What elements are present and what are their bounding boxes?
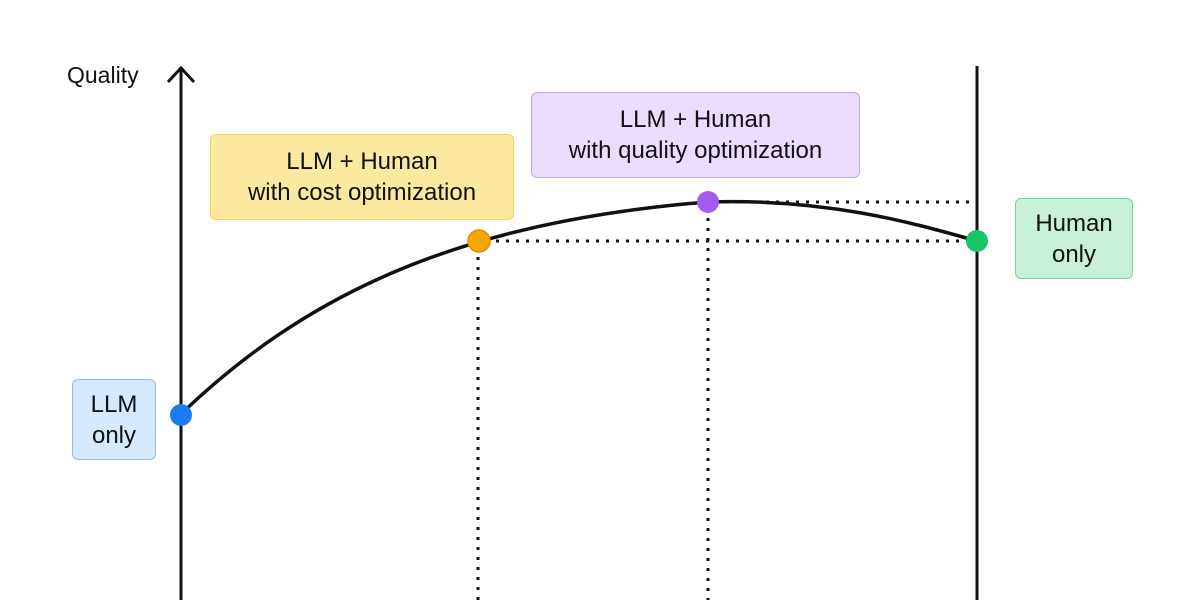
cost-opt-point <box>467 229 491 253</box>
quality-optimization-label: LLM + Human with quality optimization <box>531 92 860 178</box>
llm-only-label-line1: LLM <box>90 390 138 418</box>
cost-optimization-label: LLM + Human with cost optimization <box>210 134 514 220</box>
cost-optimization-label-line1: LLM + Human <box>286 148 438 175</box>
llm-only-label: LLM only <box>72 379 156 460</box>
human-only-label: Human only <box>1015 198 1133 279</box>
llm-only-point <box>170 404 192 426</box>
human-only-label-line1: Human <box>1035 209 1113 237</box>
y-axis-title: Quality <box>67 62 139 88</box>
quality-curve <box>179 199 978 416</box>
quality-opt-point <box>697 191 719 213</box>
llm-only-label-line2: only <box>91 421 137 449</box>
quality-optimization-label-line1: LLM + Human <box>619 106 772 133</box>
cost-optimization-label-line2: with cost optimization <box>247 179 477 206</box>
human-only-label-line2: only <box>1051 240 1097 268</box>
quality-optimization-label-line2: with quality optimization <box>568 137 823 164</box>
y-axis-arrow-icon <box>166 65 196 84</box>
human-only-point <box>966 230 988 252</box>
